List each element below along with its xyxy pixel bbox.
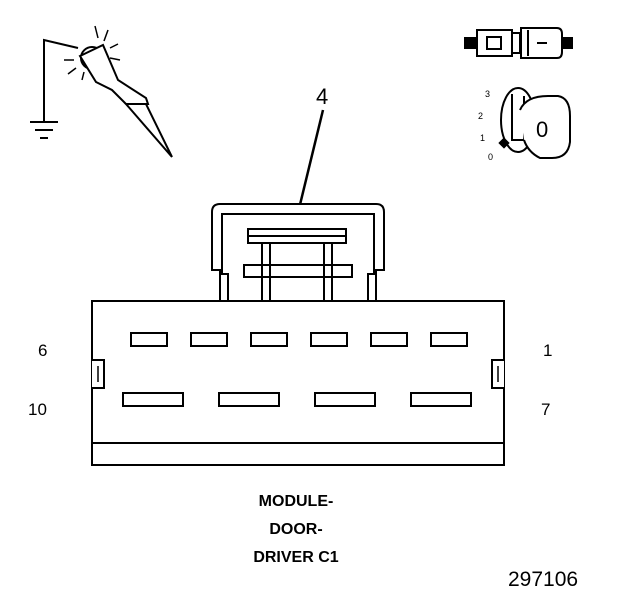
cavity-pin-3 xyxy=(310,332,348,347)
cavity-row-top xyxy=(130,332,468,347)
pin-label-6: 6 xyxy=(38,341,47,360)
cavity-pin-4 xyxy=(250,332,288,347)
test-probe-ground-icon xyxy=(30,25,173,158)
cavity-pin-7-cavity xyxy=(410,392,472,407)
connector-title-line-2: DOOR- xyxy=(269,521,322,538)
pin-label-1: 1 xyxy=(543,341,552,360)
cavity-row-bottom xyxy=(122,392,472,407)
pin-label-10: 10 xyxy=(28,400,47,419)
figure-number: 297106 xyxy=(508,568,578,591)
cavity-pin-1 xyxy=(430,332,468,347)
cavity-pin-10 xyxy=(122,392,184,407)
connector-title-line-3: DRIVER C1 xyxy=(253,549,338,566)
key-label: 0 xyxy=(536,117,548,142)
cavity-pin-5 xyxy=(190,332,228,347)
key-position-3: 3 xyxy=(485,89,490,99)
key-position-1: 1 xyxy=(480,133,485,143)
callout-number: 4 xyxy=(316,84,328,109)
cavity-pin-6 xyxy=(130,332,168,347)
connector-title-line-1: MODULE- xyxy=(259,493,334,510)
connector-pair-icon xyxy=(464,27,573,59)
cavity-pin-8 xyxy=(314,392,376,407)
key-position-2: 2 xyxy=(478,111,483,121)
cavity-pin-9 xyxy=(218,392,280,407)
ignition-key-icon: 3 2 1 0 0 xyxy=(478,87,571,162)
connector-body xyxy=(91,203,505,466)
cavity-pin-2 xyxy=(370,332,408,347)
key-position-0: 0 xyxy=(488,152,493,162)
pin-label-7: 7 xyxy=(541,400,550,419)
